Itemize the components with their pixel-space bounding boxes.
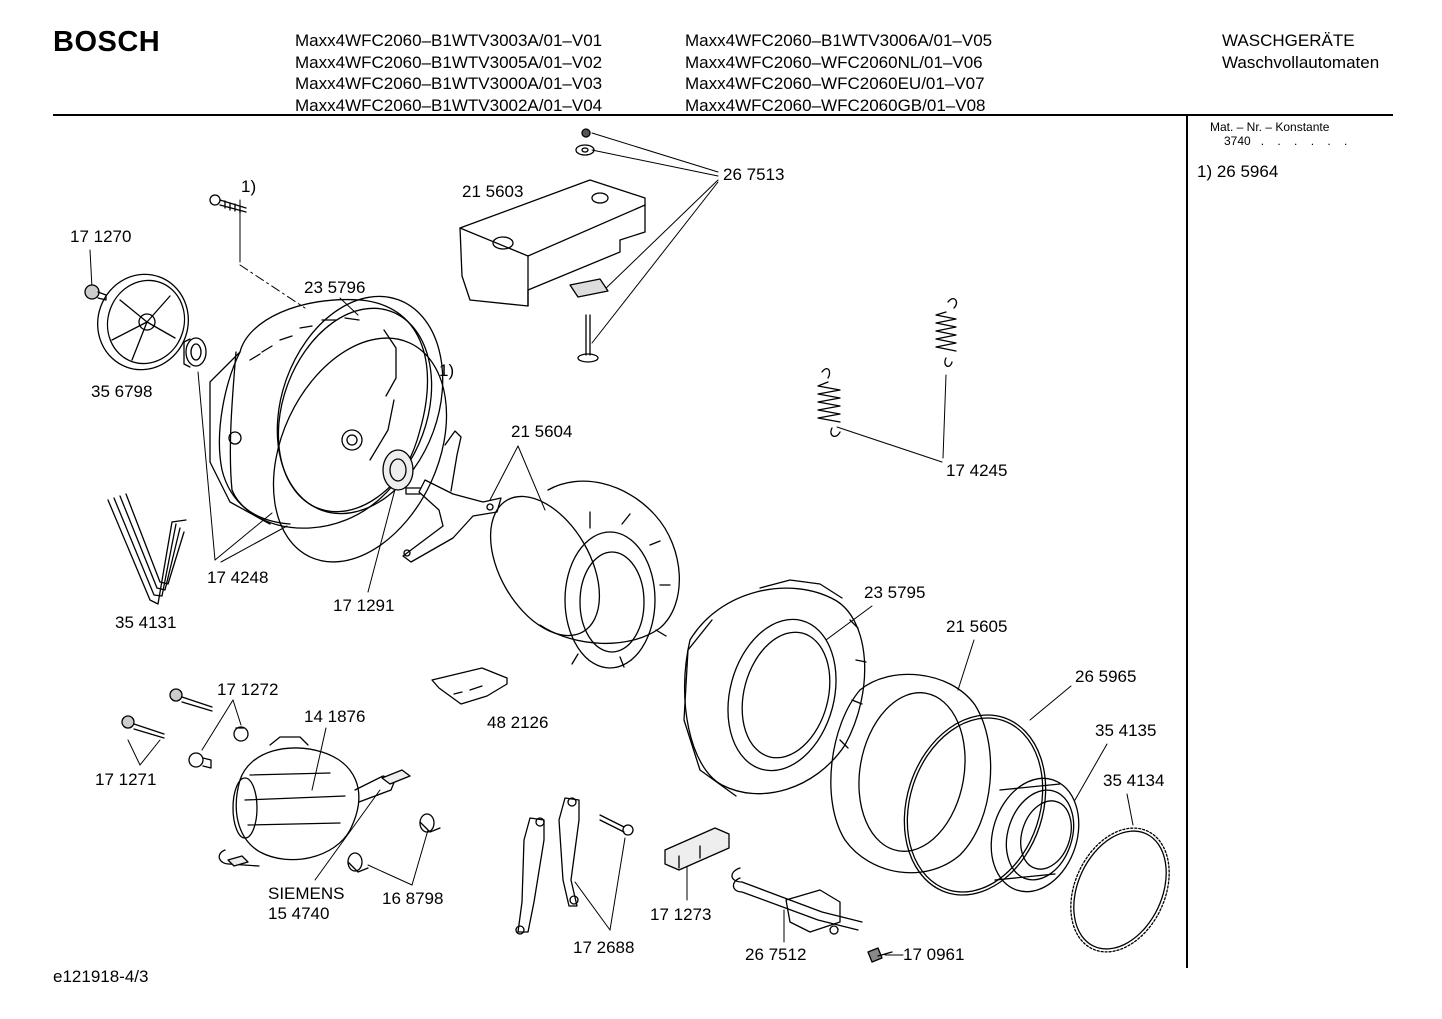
header-divider xyxy=(53,114,1393,116)
drum-part xyxy=(489,480,680,669)
shock-absorber-part xyxy=(515,797,634,935)
washer-part xyxy=(569,128,609,363)
model-item: Maxx4WFC2060–WFC2060GB/01–V08 xyxy=(685,95,986,115)
bolt-part xyxy=(84,284,107,301)
front-cover-part xyxy=(830,673,992,874)
model-list-2: Maxx4WFC2060–B1WTV3006A/01–V05 Maxx4WFC2… xyxy=(685,30,992,116)
temperature-sensor-part xyxy=(867,947,893,963)
gasket-ring-part xyxy=(903,714,1047,896)
bushing-part xyxy=(347,813,441,873)
material-label: Mat. – Nr. – Konstante xyxy=(1210,120,1330,134)
brand-logo: BOSCH xyxy=(53,26,161,58)
sidebar-divider xyxy=(1186,116,1188,968)
part-label: 26 7512 xyxy=(745,945,806,964)
part-label: SIEMENS xyxy=(268,884,345,903)
drawing-code: e121918-4/3 xyxy=(53,967,149,986)
part-label: 35 4131 xyxy=(115,613,176,632)
part-label: 14 1876 xyxy=(304,707,365,726)
spider-bracket-part xyxy=(402,430,502,563)
footnote: 1) 26 5964 xyxy=(1197,162,1279,181)
part-label: 1) xyxy=(241,177,256,196)
part-label: 17 1273 xyxy=(650,905,711,924)
material-constant: Mat. – Nr. – Konstante 3740 . . . . . . xyxy=(1210,120,1352,148)
motor-part xyxy=(218,736,396,867)
door-gasket-part xyxy=(990,777,1080,893)
part-label: 17 2688 xyxy=(573,938,634,957)
part-label: 17 1271 xyxy=(95,770,156,789)
model-item: Maxx4WFC2060–WFC2060EU/01–V07 xyxy=(685,74,985,93)
cover-plate-part xyxy=(431,667,508,705)
category-title: WASCHGERÄTE xyxy=(1222,31,1355,50)
part-label: 35 4134 xyxy=(1103,771,1164,790)
counterweight-top-part xyxy=(459,179,646,307)
part-label: 1) xyxy=(439,361,454,380)
part-label: 17 0961 xyxy=(903,945,964,964)
part-label: 17 1270 xyxy=(70,227,131,246)
model-item: Maxx4WFC2060–B1WTV3005A/01–V02 xyxy=(295,52,603,72)
material-value: 3740 xyxy=(1224,134,1251,148)
part-label: 17 1272 xyxy=(217,680,278,699)
leader-lines xyxy=(89,132,1134,956)
material-dots: . . . . . . xyxy=(1260,134,1353,148)
model-item: Maxx4WFC2060–B1WTV3000A/01–V03 xyxy=(295,74,603,93)
pulley-part xyxy=(96,273,190,371)
drive-belt-part xyxy=(107,493,187,605)
part-label: 21 5603 xyxy=(462,182,523,201)
motor-screw-part xyxy=(121,688,249,769)
model-item: Maxx4WFC2060–B1WTV3002A/01–V04 xyxy=(295,95,603,115)
part-label: 16 8798 xyxy=(382,889,443,908)
part-label: 17 1291 xyxy=(333,596,394,615)
model-item: Maxx4WFC2060–B1WTV3003A/01–V01 xyxy=(295,31,603,50)
part-label: 17 4248 xyxy=(207,568,268,587)
rear-tub-part xyxy=(209,295,444,529)
bearing-part xyxy=(183,337,207,368)
part-label: 35 6798 xyxy=(91,382,152,401)
model-item: Maxx4WFC2060–B1WTV3006A/01–V05 xyxy=(685,31,993,50)
part-label: 26 5965 xyxy=(1075,667,1136,686)
part-label: 23 5795 xyxy=(864,583,925,602)
part-label: 48 2126 xyxy=(487,713,548,732)
part-label: 15 4740 xyxy=(268,904,329,923)
part-label: 21 5604 xyxy=(511,422,572,441)
part-label: 35 4135 xyxy=(1095,721,1156,740)
category-block: WASCHGERÄTE Waschvollautomaten xyxy=(1222,30,1379,73)
part-label: 21 5605 xyxy=(946,617,1007,636)
seal-ring-part xyxy=(272,337,448,563)
category-subtitle: Waschvollautomaten xyxy=(1222,52,1380,72)
part-label: 17 4245 xyxy=(946,461,1007,480)
screw-part xyxy=(209,194,247,214)
part-label: 23 5796 xyxy=(304,278,365,297)
heater-part xyxy=(731,867,863,935)
connector-part xyxy=(227,769,411,867)
model-list-1: Maxx4WFC2060–B1WTV3003A/01–V01 Maxx4WFC2… xyxy=(295,30,602,116)
front-tub-part xyxy=(683,579,867,797)
spring-part xyxy=(817,298,958,437)
clamp-ring-part xyxy=(1070,827,1170,953)
model-item: Maxx4WFC2060–WFC2060NL/01–V06 xyxy=(685,52,983,72)
sensor-bracket-part xyxy=(664,827,730,871)
part-label: 26 7513 xyxy=(723,165,784,184)
